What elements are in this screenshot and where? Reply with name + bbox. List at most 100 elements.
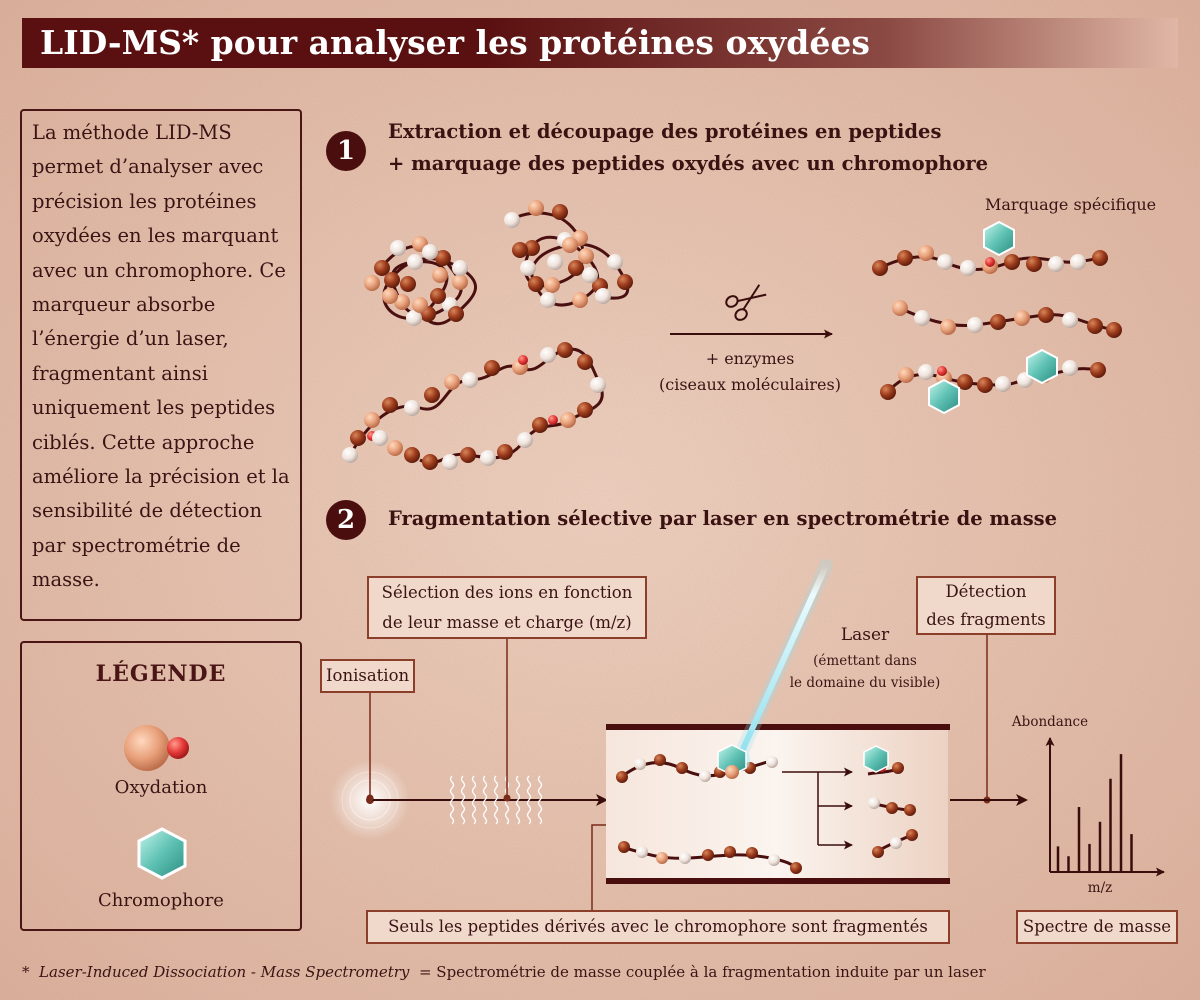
step-2-title: Fragmentation sélective par laser en spe…	[388, 507, 1058, 530]
chromophore-fragment	[863, 745, 889, 773]
amino-acid-bead	[460, 447, 476, 463]
amino-acid-bead	[520, 260, 536, 276]
amino-acid-bead	[1004, 254, 1020, 270]
amino-acid-bead	[872, 846, 884, 858]
amino-acid-bead	[452, 274, 468, 290]
amino-acid-bead	[480, 450, 496, 466]
laser-label: Laser	[840, 625, 890, 645]
legend-oxidation-icon	[124, 725, 189, 771]
legend-chromophore-label: Chromophore	[98, 890, 224, 911]
footnote-definition: = Spectrométrie de masse couplée à la fr…	[418, 963, 986, 981]
amino-acid-bead	[517, 432, 533, 448]
amino-acid-bead	[892, 300, 908, 316]
amino-acid-bead	[557, 342, 573, 358]
amino-acid-bead	[462, 372, 478, 388]
enzymes-label: + enzymes	[705, 349, 795, 368]
oxidation-bead	[548, 415, 558, 425]
amino-acid-bead	[448, 306, 464, 322]
amino-acid-bead	[452, 260, 468, 276]
amino-acid-bead	[540, 347, 556, 363]
selection-wave	[493, 775, 499, 825]
amino-acid-bead	[387, 440, 403, 456]
amino-acid-bead	[590, 377, 606, 393]
amino-acid-bead	[967, 317, 983, 333]
amino-acid-bead	[422, 454, 438, 470]
footnote: * Laser-Induced Dissociation - Mass Spec…	[22, 963, 986, 981]
amino-acid-bead	[384, 272, 400, 288]
amino-acid-bead	[394, 294, 410, 310]
amino-acid-bead	[382, 288, 398, 304]
fragmentation-arrows	[782, 767, 853, 850]
amino-acid-bead	[1087, 318, 1103, 334]
intro-text: La méthode LID-MS permet d’analyser avec…	[32, 121, 290, 592]
amino-acid-bead	[957, 374, 973, 390]
chromophore-marker-2	[1026, 348, 1058, 385]
amino-acid-bead	[364, 275, 380, 291]
fragmented-label: Seuls les peptides dérivés avec le chrom…	[366, 910, 950, 944]
amino-acid-bead	[918, 364, 934, 380]
selection-wave	[460, 775, 466, 825]
mass-spectrum-chart	[1045, 737, 1165, 877]
amino-acid-bead	[880, 384, 896, 400]
step-2-badge: 2	[326, 500, 366, 540]
amino-acid-bead	[444, 374, 460, 390]
amino-acid-bead	[977, 377, 993, 393]
amino-acid-bead	[790, 862, 802, 874]
amino-acid-bead	[532, 417, 548, 433]
laser-description-line2: le domaine du visible)	[789, 675, 941, 691]
selection-label: Sélection des ions en fonction de leur m…	[367, 576, 647, 639]
chromophore-marker-3	[928, 378, 960, 415]
amino-acid-bead	[746, 847, 758, 859]
amino-acid-bead	[442, 454, 458, 470]
amino-acid-bead	[374, 260, 390, 276]
legend-chromophore-icon	[137, 827, 187, 880]
amino-acid-bead	[617, 274, 633, 290]
abundance-label: Abondance	[1011, 714, 1089, 730]
amino-acid-bead	[656, 852, 668, 864]
amino-acid-bead	[390, 240, 406, 256]
amino-acid-bead	[528, 276, 544, 292]
amino-acid-bead	[702, 849, 714, 861]
spectrum-label: Spectre de masse	[1016, 910, 1178, 944]
amino-acid-bead	[404, 400, 420, 416]
amino-acid-bead	[937, 254, 953, 270]
amino-acid-bead	[679, 852, 691, 864]
amino-acid-bead	[400, 276, 416, 292]
amino-acid-bead	[904, 804, 916, 816]
amino-acid-bead	[422, 244, 438, 260]
amino-acid-bead	[512, 242, 528, 258]
detection-line2: des fragments	[926, 610, 1046, 629]
amino-acid-bead	[577, 354, 593, 370]
oxidation-bead	[985, 257, 995, 267]
amino-acid-bead	[654, 754, 666, 766]
page-title: LID-MS* pour analyser les protéines oxyd…	[40, 23, 870, 62]
amino-acid-bead	[560, 412, 576, 428]
amino-acid-bead	[634, 758, 646, 770]
selection-line1: Sélection des ions en fonction	[381, 583, 633, 602]
scissors-icon	[725, 284, 767, 321]
selection-wave	[471, 775, 477, 825]
footnote-star: *	[22, 963, 30, 981]
amino-acid-bead	[578, 248, 594, 264]
amino-acid-bead	[616, 771, 628, 783]
amino-acid-bead	[1048, 256, 1064, 272]
amino-acid-bead	[382, 397, 398, 413]
amino-acid-bead	[1062, 360, 1078, 376]
footnote-term: Laser-Induced Dissociation - Mass Spectr…	[39, 963, 410, 981]
amino-acid-bead	[768, 854, 780, 866]
amino-acid-bead	[1092, 250, 1108, 266]
amino-acid-bead	[540, 292, 556, 308]
amino-acid-bead	[1014, 310, 1030, 326]
legend-title: LÉGENDE	[95, 661, 227, 687]
title-bar	[22, 18, 1178, 68]
amino-acid-bead	[898, 367, 914, 383]
amino-acid-bead	[568, 260, 584, 276]
amino-acid-bead	[424, 387, 440, 403]
amino-acid-bead	[1106, 322, 1122, 338]
amino-acid-bead	[407, 254, 423, 270]
amino-acid-bead	[868, 797, 880, 809]
amino-acid-bead	[582, 267, 598, 283]
selection-wave	[537, 775, 543, 825]
amino-acid-bead	[544, 277, 560, 293]
